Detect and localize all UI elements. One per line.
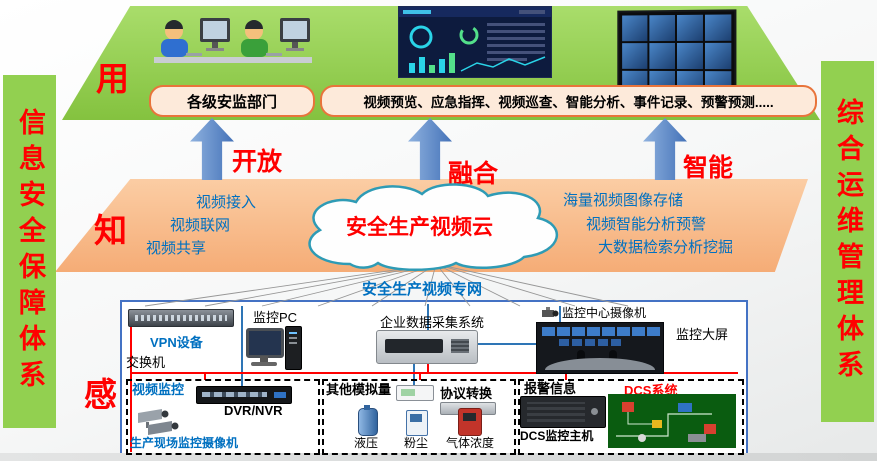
protocol-label: 协议转换 — [440, 386, 493, 401]
dust-label: 粉尘 — [404, 436, 429, 450]
dashboard-screenshot — [398, 6, 552, 78]
cloud-capability-sharing: 视频共享 — [146, 240, 207, 257]
up-arrow-icon-fusion — [408, 118, 452, 180]
pc-tower-icon — [285, 326, 302, 370]
pc-image — [246, 326, 302, 372]
video-surveillance-group — [126, 379, 320, 455]
arrow-label-fusion: 融合 — [448, 160, 499, 188]
dvr-device-image — [196, 386, 292, 404]
dust-sensor-icon — [406, 410, 428, 436]
meter-device-image — [396, 385, 434, 401]
arrow-label-open: 开放 — [232, 148, 283, 176]
gas-sensor-icon — [458, 408, 482, 436]
monitor-pc-label: 监控PC — [253, 310, 298, 325]
department-box: 各级安监部门 — [149, 85, 315, 117]
switch-label: 交换机 — [126, 355, 166, 370]
slide-bottom-strip — [0, 453, 877, 461]
dvr-label: DVR/NVR — [224, 403, 283, 418]
switch-device-image — [128, 309, 234, 327]
right-system-bar: 综合运维管理体系 — [821, 61, 874, 422]
operator-silhouette — [609, 350, 617, 361]
vpn-label: VPN设备 — [150, 335, 203, 350]
pc-base-icon — [251, 362, 277, 366]
private-network-label: 安全生产视频专网 — [362, 281, 483, 298]
cloud-capability-analysis: 视频智能分析预警 — [586, 216, 707, 233]
collector-label: 企业数据采集系统 — [380, 315, 485, 330]
hydraulic-sensor-icon — [358, 405, 378, 436]
hydraulic-label: 液压 — [354, 436, 379, 450]
layer-tag-know: 知 — [94, 212, 127, 249]
layer-tag-use: 用 — [96, 60, 129, 97]
alarm-dcs-group — [518, 379, 744, 455]
control-room-screens-row2 — [559, 339, 621, 346]
analog-group-title: 其他模拟量 — [326, 382, 392, 397]
alarm-group-title: 报警信息 — [524, 381, 577, 396]
field-cameras-label: 生产现场监控摄像机 — [130, 436, 239, 450]
dcs-system-label: DCS系统 — [624, 383, 678, 398]
gas-label: 气体浓度 — [446, 436, 495, 450]
control-room-desk — [545, 358, 655, 370]
functions-box: 视频预览、应急指挥、视频巡查、智能分析、事件记录、预警预测..... — [320, 85, 817, 117]
cloud-capability-storage: 海量视频图像存储 — [563, 192, 684, 209]
control-room-screens — [542, 327, 660, 336]
up-arrow-icon-smart — [643, 118, 687, 180]
left-system-bar: 信息安全保障体系 — [3, 75, 56, 428]
control-room-image — [536, 322, 664, 374]
dcs-host-label: DCS监控主机 — [520, 429, 594, 443]
up-arrow-icon-open — [190, 118, 234, 180]
pc-monitor-icon — [246, 328, 284, 358]
arrow-label-smart: 智能 — [683, 154, 734, 182]
dcs-server-image — [520, 396, 606, 428]
pc-stand-icon — [260, 356, 268, 362]
left-system-bar-label: 信息安全保障体系 — [15, 107, 45, 396]
center-camera-label: 监控中心摄像机 — [562, 306, 647, 320]
operator-silhouette — [577, 350, 585, 361]
analog-signals-group — [322, 379, 516, 455]
cloud-capability-bigdata: 大数据检索分析挖掘 — [598, 239, 734, 256]
video-group-title: 视频监控 — [132, 382, 185, 397]
cloud-title: 安全生产视频云 — [346, 216, 493, 239]
right-system-bar-label: 综合运维管理体系 — [833, 97, 863, 386]
cloud-capability-networking: 视频联网 — [170, 217, 231, 234]
layer-tag-sense: 感 — [84, 376, 117, 413]
big-screen-label: 监控大屏 — [676, 327, 729, 342]
collector-server-image — [376, 330, 478, 364]
cloud-capability-access: 视频接入 — [196, 194, 257, 211]
